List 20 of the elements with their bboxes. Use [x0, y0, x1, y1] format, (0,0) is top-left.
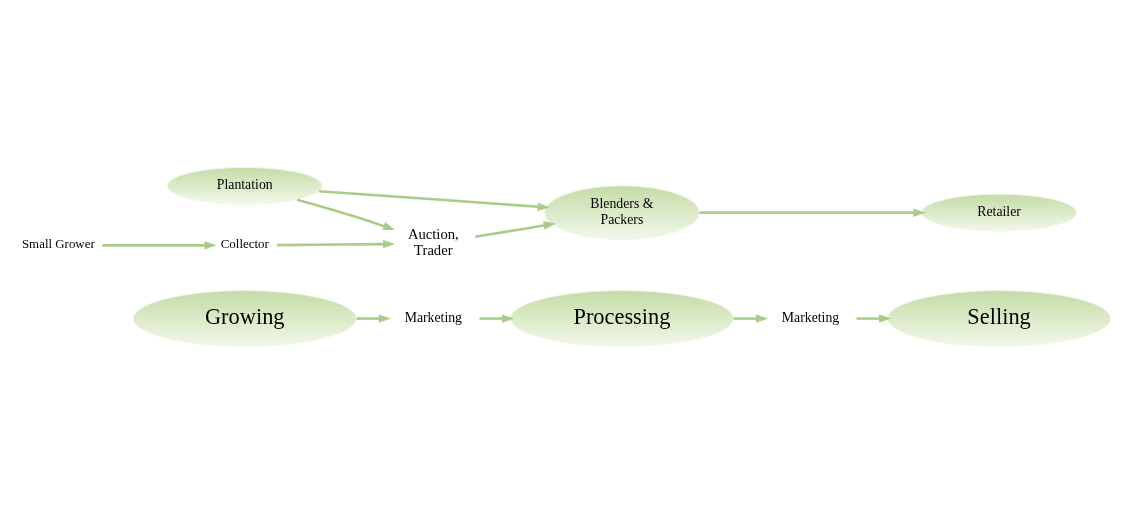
arrow: [356, 314, 391, 323]
node-ellipse: Retailer: [921, 193, 1077, 232]
arrow: [699, 208, 926, 217]
node-ellipse: Selling: [887, 290, 1112, 347]
node-ellipse: Processing: [509, 290, 734, 347]
arrow: [276, 239, 396, 249]
arrow: [479, 314, 514, 323]
arrow: [733, 314, 769, 323]
arrow: [475, 221, 556, 239]
arrow: [319, 189, 550, 211]
arrow: [296, 198, 396, 231]
node-ellipse: Growing: [132, 290, 357, 347]
node-text: Collector: [220, 236, 269, 252]
node-text: Marketing: [404, 309, 463, 325]
node-text: Small Grower: [21, 236, 95, 252]
arrow: [102, 241, 217, 250]
node-text: Marketing: [781, 309, 840, 325]
node-ellipse: Plantation: [166, 167, 323, 205]
arrow: [856, 314, 892, 323]
node-text: Auction, Trader: [407, 226, 459, 259]
